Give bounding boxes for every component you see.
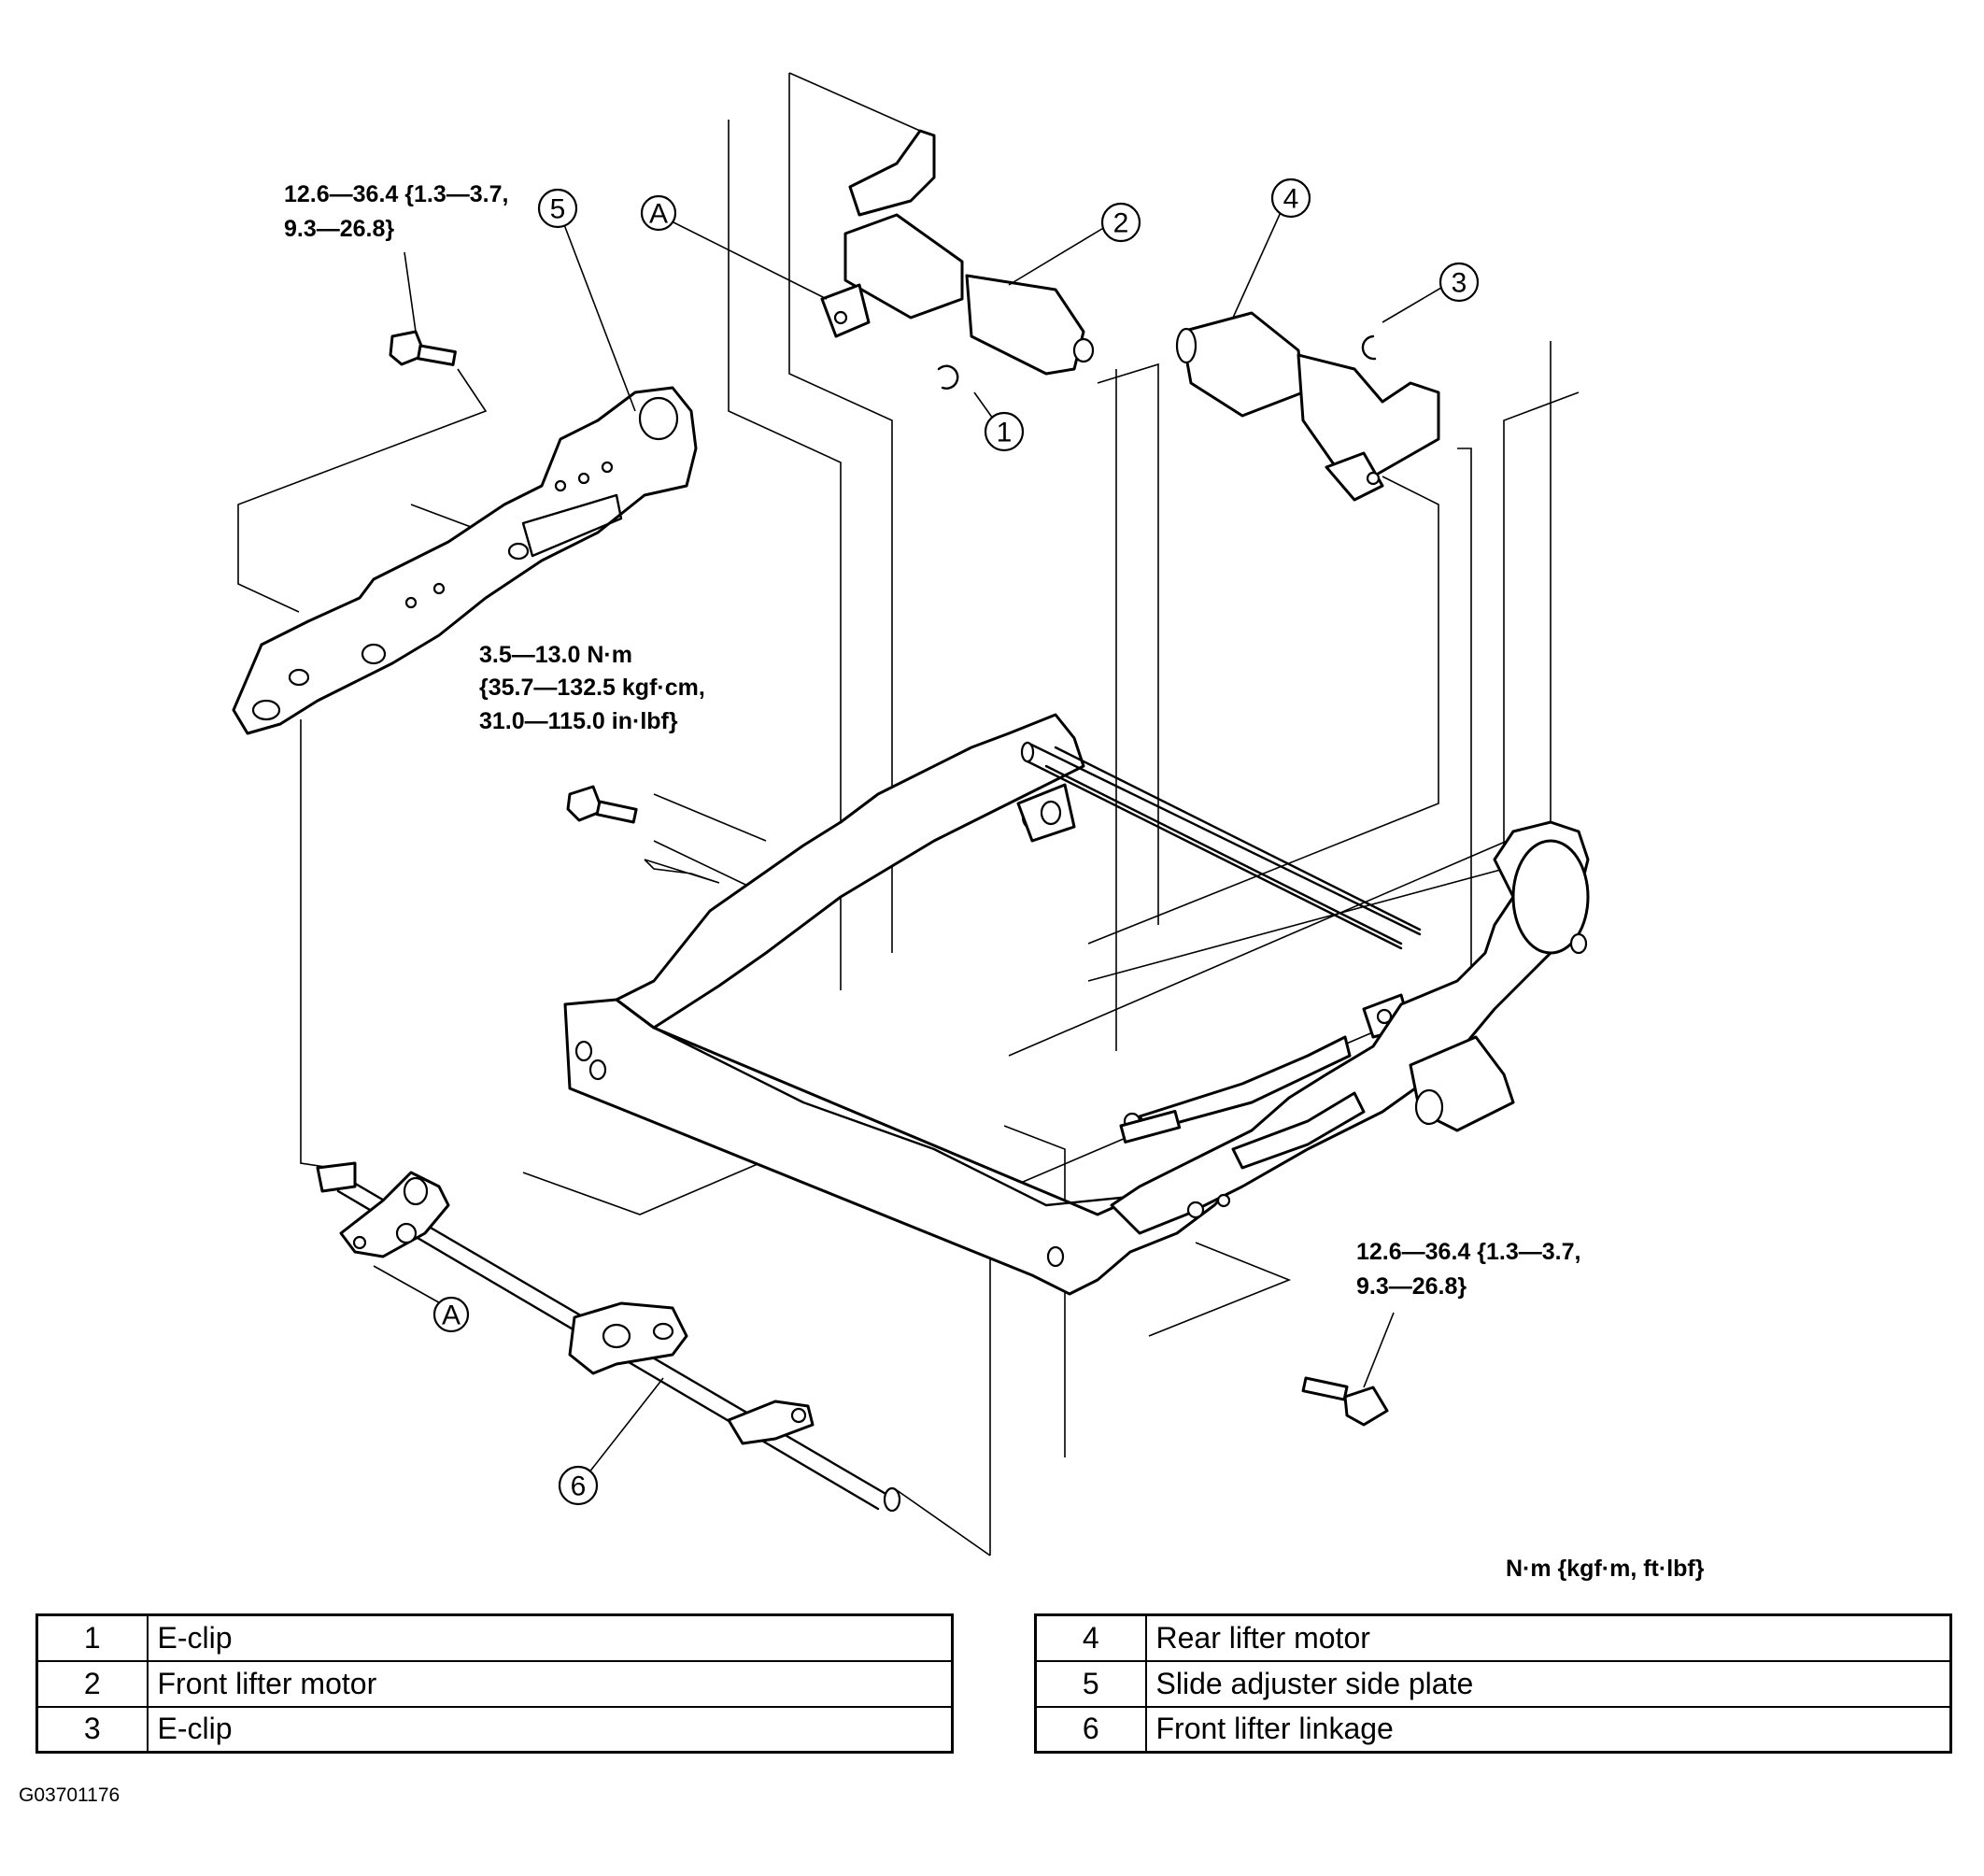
svg-text:2: 2 — [1113, 208, 1129, 239]
front-lifter-linkage — [318, 1163, 900, 1511]
legend-row: 3 E-clip — [35, 1705, 954, 1754]
seat-frame — [565, 715, 1420, 1294]
svg-text:3.5—13.0 N·m: 3.5—13.0 N·m — [479, 642, 632, 668]
torque-spec-middle: 3.5—13.0 N·m {35.7—132.5 kgf·cm, 31.0—11… — [479, 642, 705, 734]
svg-text:3: 3 — [1452, 268, 1467, 299]
legend-row: 1 E-clip — [35, 1613, 954, 1662]
callout-leaders — [374, 210, 1446, 1473]
legend-number: 6 — [1034, 1705, 1147, 1754]
e-clip-1 — [939, 366, 957, 389]
e-clip-3 — [1363, 336, 1375, 359]
torque-spec-bottom-right: 12.6—36.4 {1.3—3.7, 9.3—26.8} — [1356, 1239, 1580, 1300]
callout-5: 5 — [537, 188, 578, 229]
svg-text:12.6—36.4 {1.3—3.7,: 12.6—36.4 {1.3—3.7, — [284, 181, 508, 207]
svg-text:31.0—115.0 in·lbf}: 31.0—115.0 in·lbf} — [479, 708, 678, 734]
right-side-adjuster — [1112, 822, 1588, 1233]
svg-text:9.3—26.8}: 9.3—26.8} — [1356, 1273, 1467, 1300]
legend-part-name: Front lifter linkage — [1144, 1705, 1952, 1754]
legend-number: 1 — [35, 1613, 149, 1662]
legend-part-name: E-clip — [146, 1705, 954, 1754]
legend-part-name: Slide adjuster side plate — [1144, 1659, 1952, 1708]
svg-text:12.6—36.4 {1.3—3.7,: 12.6—36.4 {1.3—3.7, — [1356, 1239, 1580, 1265]
legend-part-name: Front lifter motor — [146, 1659, 954, 1708]
slide-adjuster-side-plate — [234, 388, 696, 733]
svg-text:1: 1 — [997, 418, 1013, 448]
bolt-bottom-right — [1303, 1378, 1387, 1425]
svg-text:A: A — [442, 1300, 461, 1331]
legend-number: 4 — [1034, 1613, 1147, 1662]
legend-part-name: E-clip — [146, 1613, 954, 1662]
svg-text:A: A — [649, 199, 668, 230]
legend-number: 3 — [35, 1705, 149, 1754]
callout-2: 2 — [1100, 202, 1141, 243]
legend-table-right: 4 Rear lifter motor 5 Slide adjuster sid… — [1034, 1613, 1952, 1754]
figure-code: G03701176 — [19, 1784, 120, 1806]
torque-spec-top-left: 12.6—36.4 {1.3—3.7, 9.3—26.8} — [284, 181, 508, 242]
callout-4: 4 — [1270, 178, 1311, 219]
callout-a-top: A — [640, 194, 677, 232]
cross-tube — [1022, 743, 1420, 1142]
svg-text:4: 4 — [1283, 184, 1299, 215]
svg-text:{35.7—132.5 kgf·cm,: {35.7—132.5 kgf·cm, — [479, 675, 705, 701]
rear-lifter-motor — [1177, 313, 1438, 500]
callout-3: 3 — [1438, 262, 1480, 303]
bolt-top-left — [390, 332, 455, 364]
svg-text:6: 6 — [571, 1471, 587, 1502]
legend-part-name: Rear lifter motor — [1144, 1613, 1952, 1662]
callout-1: 1 — [984, 411, 1025, 452]
svg-text:5: 5 — [550, 194, 566, 225]
exploded-diagram: 1 2 3 4 5 6 A A 12.6—36.4 {1.3—3.7, 9.3—… — [0, 0, 1984, 1607]
svg-text:9.3—26.8}: 9.3—26.8} — [284, 216, 394, 242]
callout-a-bottom: A — [432, 1296, 470, 1333]
legend-number: 5 — [1034, 1659, 1147, 1708]
legend-row: 2 Front lifter motor — [35, 1659, 954, 1708]
legend-number: 2 — [35, 1659, 149, 1708]
legend-row: 5 Slide adjuster side plate — [1034, 1659, 1952, 1708]
front-lifter-motor — [822, 131, 1093, 374]
bolt-middle — [568, 787, 636, 822]
units-note: N·m {kgf·m, ft·lbf} — [1506, 1556, 1705, 1582]
legend-row: 6 Front lifter linkage — [1034, 1705, 1952, 1754]
callout-6: 6 — [558, 1465, 599, 1506]
legend-row: 4 Rear lifter motor — [1034, 1613, 1952, 1662]
legend-table-left: 1 E-clip 2 Front lifter motor 3 E-clip — [35, 1613, 954, 1754]
